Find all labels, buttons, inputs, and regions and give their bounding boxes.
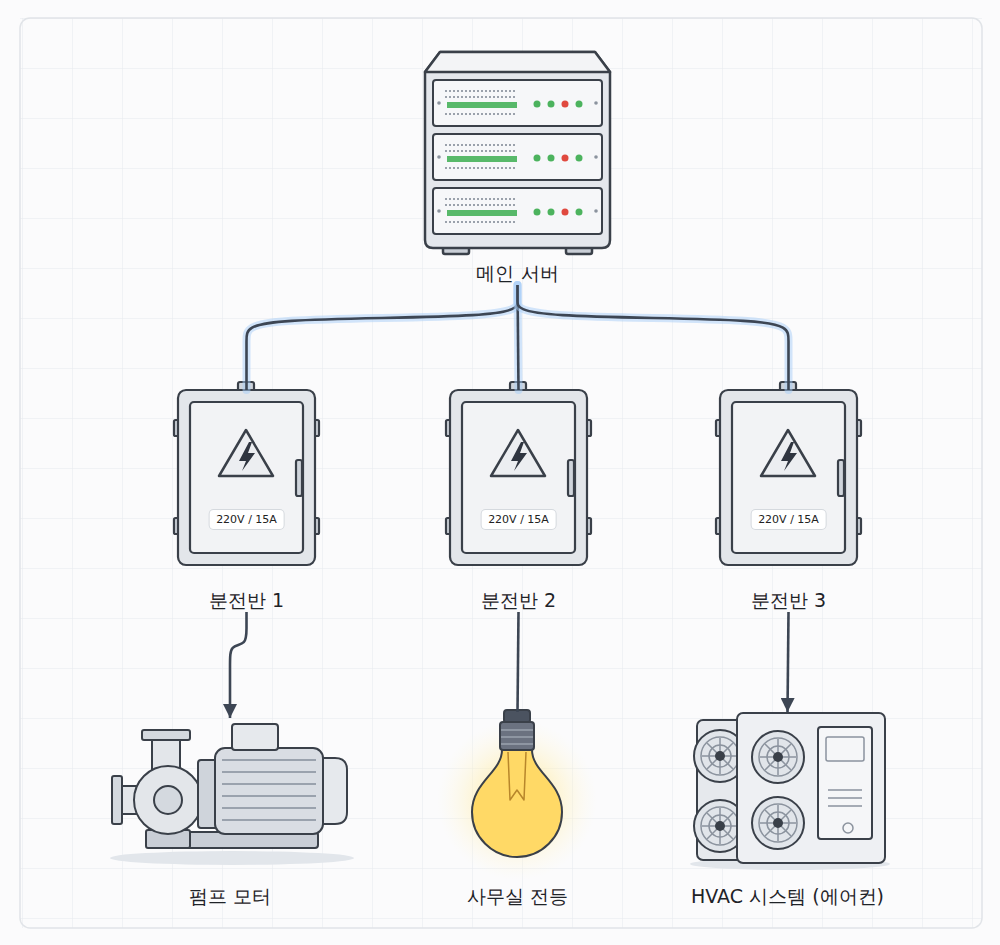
pump-motor-illustration-part — [134, 766, 202, 834]
power-connector — [518, 285, 789, 390]
office-light-node: 사무실 전등 — [465, 712, 570, 908]
light-bulb-illustration-part — [472, 750, 562, 857]
light-bulb-illustration-part — [508, 752, 526, 800]
connector-line — [230, 612, 247, 718]
connectors — [230, 285, 789, 718]
server-rack-part — [425, 52, 610, 248]
hvac-unit-illustration-part — [843, 823, 853, 833]
hvac-unit-illustration-part — [826, 737, 864, 761]
power-connector — [518, 285, 519, 390]
connector-line — [788, 612, 789, 712]
hvac-unit-illustration-part — [818, 727, 872, 839]
distribution-panel: 220V / 15A 분전반 3 — [720, 390, 857, 612]
node-label: 펌프 모터 — [189, 885, 271, 908]
node-label: HVAC 시스템 (에어컨) — [691, 885, 884, 908]
server-rack-part — [433, 80, 602, 126]
server-rack-part — [425, 52, 610, 72]
power-connector — [788, 612, 789, 712]
light-bulb-illustration-part — [501, 730, 533, 744]
power-connector — [518, 612, 519, 712]
hvac-unit-illustration — [690, 713, 890, 870]
server-rack-part — [433, 134, 602, 180]
light-bulb-illustration-part — [437, 720, 597, 880]
rating-label: 220V / 15A — [751, 510, 826, 529]
pump-motor-illustration-part — [222, 760, 316, 820]
distribution-panels-part — [716, 382, 861, 565]
pump-motor-illustration-part — [142, 730, 190, 740]
light-bulb-illustration — [437, 710, 597, 880]
distribution-panel: 220V / 15A 분전반 2 — [450, 390, 587, 612]
distribution-panel: 220V / 15A 분전반 1 — [178, 390, 315, 612]
rating-label: 220V / 15A — [209, 510, 284, 529]
connector-glow — [518, 285, 519, 390]
grid — [20, 18, 982, 928]
server-node: 메인 서버 — [425, 52, 610, 285]
hvac-unit-illustration-part — [828, 790, 862, 806]
rating-label: 220V / 15A — [481, 510, 556, 529]
node-label: 분전반 3 — [751, 589, 826, 612]
distribution-panels-part — [446, 382, 591, 565]
hvac-unit-illustration-part — [752, 797, 804, 849]
hvac-unit-illustration-part — [752, 731, 804, 783]
light-bulb-illustration-part — [500, 722, 534, 750]
node-label: 분전반 2 — [481, 589, 556, 612]
distribution-panels-part — [174, 382, 319, 565]
connector-line — [518, 285, 519, 390]
connector-line — [247, 285, 518, 390]
hvac-node: HVAC 시스템 (에어컨) — [690, 712, 885, 908]
connector-glow — [247, 285, 518, 390]
hvac-unit-illustration-part — [737, 713, 885, 863]
connector-glow — [518, 285, 789, 390]
server-rack — [425, 52, 610, 254]
pump-motor-illustration-part — [154, 786, 182, 814]
node-label: 분전반 1 — [209, 589, 284, 612]
pump-motor-illustration-part — [323, 758, 347, 824]
connector-line — [518, 612, 519, 712]
power-connector — [247, 285, 518, 390]
frame — [20, 18, 982, 928]
server-rack-part — [433, 188, 602, 234]
pump-motor-illustration-part — [215, 748, 323, 834]
pump-motor-illustration-part — [112, 776, 122, 824]
pump-motor-illustration-part — [110, 851, 354, 865]
power-connector — [230, 612, 247, 718]
pump-motor-illustration-part — [232, 724, 278, 750]
distribution-panels — [174, 382, 861, 565]
pump-motor-node: 펌프 모터 — [110, 718, 350, 908]
pump-motor-illustration — [110, 724, 354, 865]
node-label: 메인 서버 — [476, 262, 558, 285]
connector-line — [518, 285, 789, 390]
node-label: 사무실 전등 — [467, 885, 568, 908]
